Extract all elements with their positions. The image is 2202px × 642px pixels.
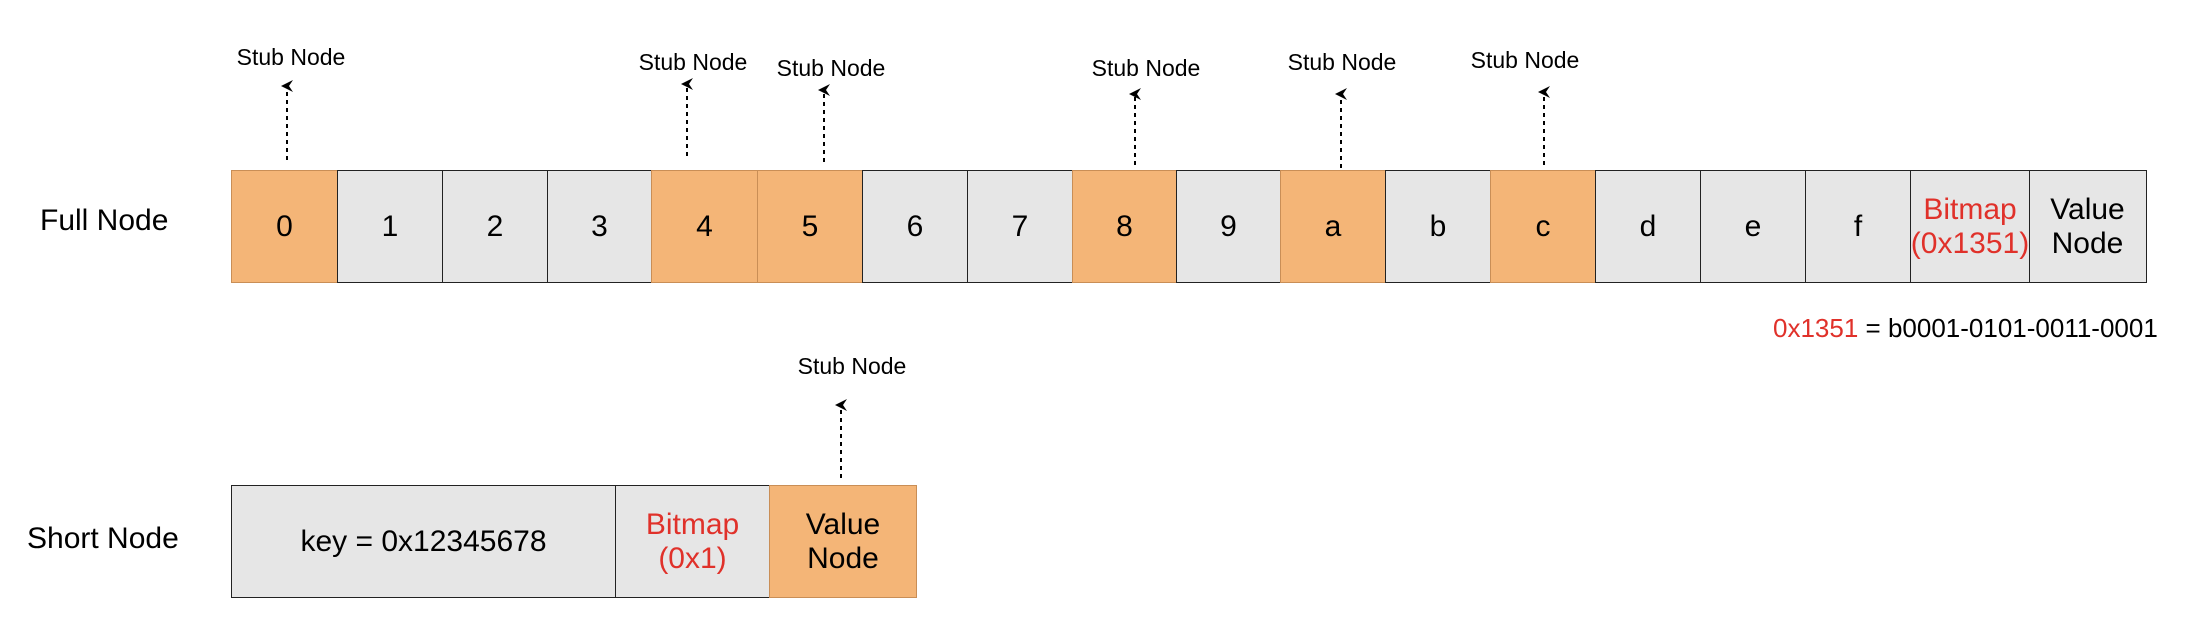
bitmap-label: Bitmap	[1923, 192, 2017, 226]
full-node-slot-d: d	[1594, 170, 1702, 283]
stub-node-label: Stub Node	[1287, 49, 1397, 75]
value-label-line1: Value	[805, 507, 881, 541]
bitmap-label: Bitmap	[645, 507, 740, 541]
value-label-line1: Value	[2050, 192, 2125, 226]
stub-node-label: Stub Node	[797, 353, 907, 379]
full-node-slot-a: a	[1280, 170, 1386, 283]
stub-node-label: Stub Node	[1470, 47, 1580, 73]
stub-node-label: Stub Node	[638, 49, 748, 75]
short-node-bitmap-cell: Bitmap(0x1)	[614, 485, 771, 598]
full-node-slot-8: 8	[1072, 170, 1177, 283]
stub-node-label: Stub Node	[1091, 55, 1201, 81]
full-node-slot-f: f	[1804, 170, 1912, 283]
full-node-slot-6: 6	[862, 170, 968, 283]
full-node-slot-9: 9	[1175, 170, 1282, 283]
full-node-slot-7: 7	[966, 170, 1074, 283]
formula-binary: = b0001-0101-0011-0001	[1858, 313, 2158, 343]
value-label-line2: Node	[2051, 226, 2124, 260]
full-node-slot-0: 0	[231, 170, 338, 283]
full-node-slot-b: b	[1384, 170, 1492, 283]
short-node-label: Short Node	[27, 522, 179, 555]
short-node-key-cell: key = 0x12345678	[231, 485, 616, 598]
full-node-slot-e: e	[1700, 170, 1806, 283]
stub-node-label: Stub Node	[236, 44, 346, 70]
bitmap-value: (0x1351)	[1910, 226, 2030, 260]
full-node-label: Full Node	[40, 204, 169, 237]
short-node-key: key = 0x12345678	[300, 524, 547, 558]
formula-hex: 0x1351	[1773, 313, 1859, 343]
full-node-bitmap-cell: Bitmap(0x1351)	[1910, 170, 2030, 283]
value-label-line2: Node	[807, 541, 879, 575]
bitmap-formula: 0x1351 = b0001-0101-0011-0001	[1773, 313, 2158, 344]
full-node-slot-2: 2	[442, 170, 548, 283]
full-node-slot-5: 5	[756, 170, 864, 283]
stub-node-label: Stub Node	[776, 55, 886, 81]
full-node-slot-c: c	[1490, 170, 1596, 283]
bitmap-value: (0x1)	[658, 541, 727, 575]
